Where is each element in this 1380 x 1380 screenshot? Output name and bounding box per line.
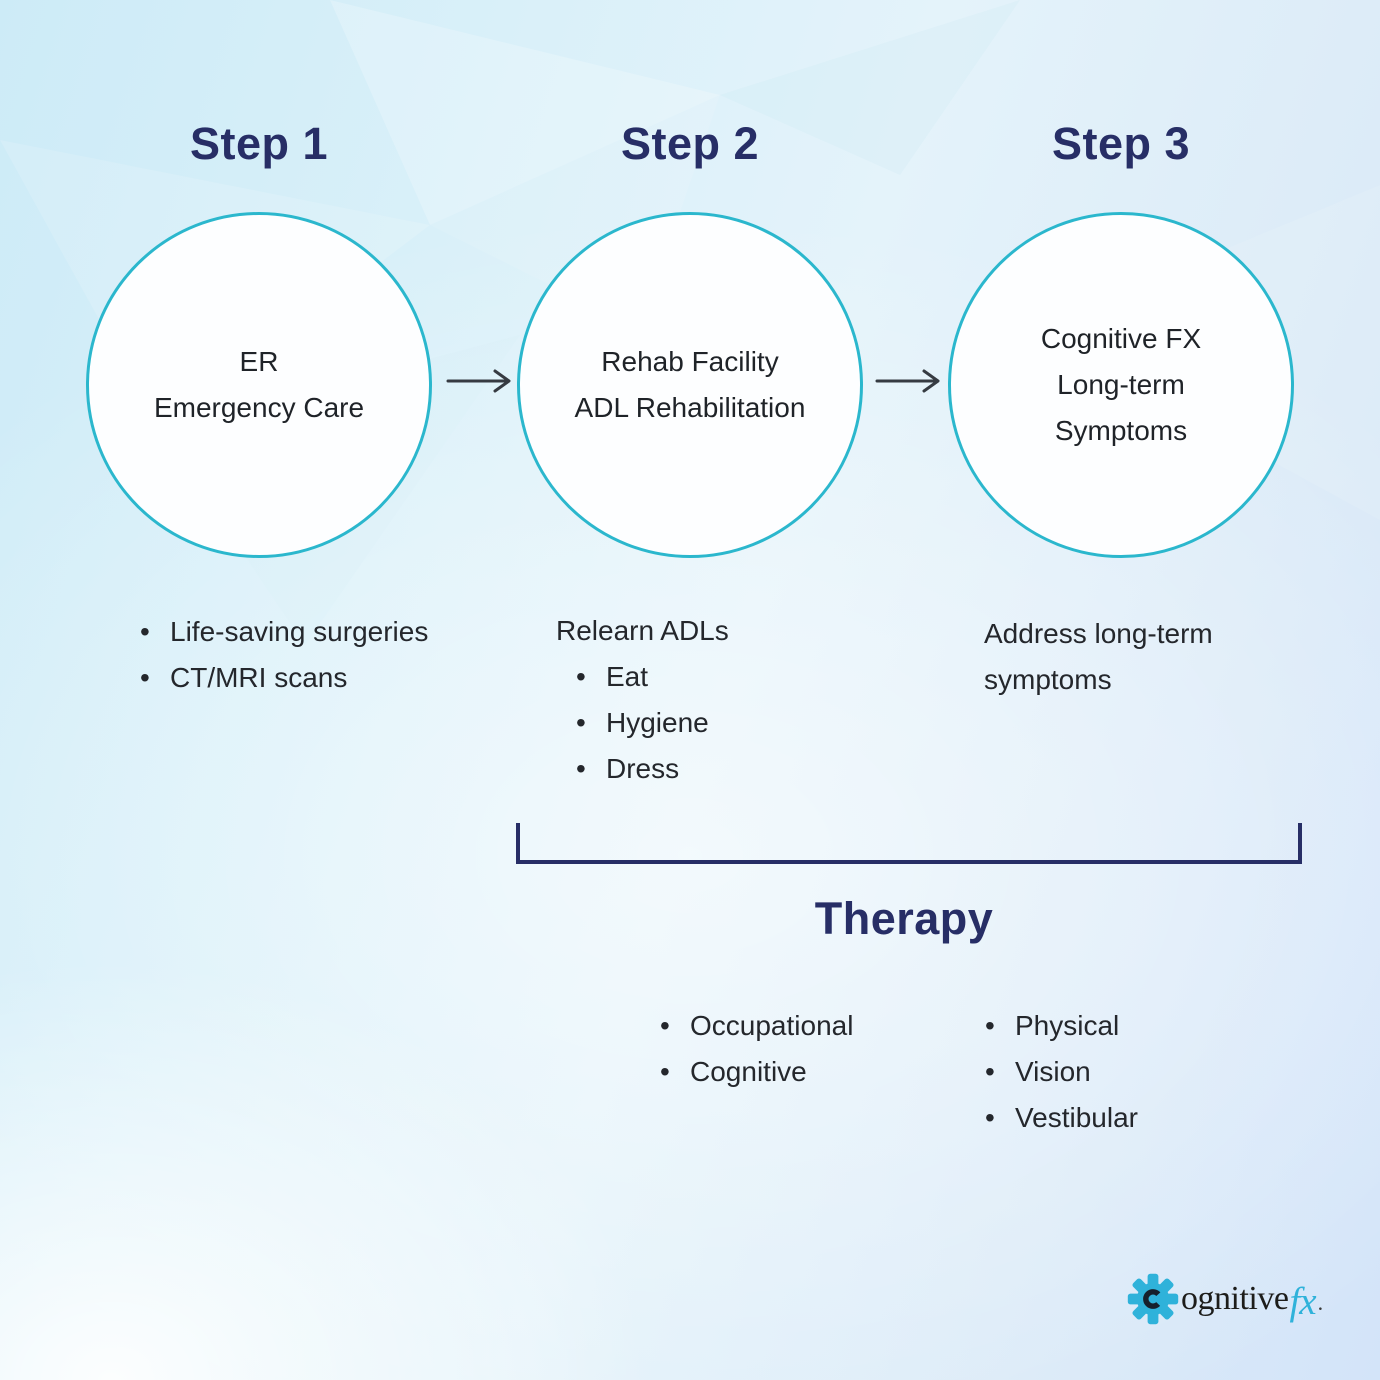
step-3-circle-label: Cognitive FX Long-term Symptoms bbox=[1041, 316, 1201, 454]
therapy-title: Therapy bbox=[814, 893, 994, 944]
circle-line: Emergency Care bbox=[153, 392, 365, 423]
step-1-circle-label: ER Emergency Care bbox=[154, 339, 364, 431]
list-item: Cognitive bbox=[660, 1049, 853, 1095]
circle-line: Symptoms bbox=[1054, 415, 1188, 446]
circle-line: Long-term bbox=[1057, 369, 1185, 400]
therapy-left-list: Occupational Cognitive bbox=[660, 1003, 853, 1095]
step-1-circle: ER Emergency Care bbox=[86, 212, 432, 558]
arrow-right-icon bbox=[446, 369, 511, 393]
step-2-notes-heading: Relearn ADLs bbox=[556, 615, 729, 646]
list-item: Vision bbox=[985, 1049, 1138, 1095]
list-item: Vestibular bbox=[985, 1095, 1138, 1141]
step-2-title: Step 2 bbox=[620, 118, 760, 169]
list-item: CT/MRI scans bbox=[140, 655, 428, 701]
list-item: Physical bbox=[985, 1003, 1138, 1049]
list-item: Occupational bbox=[660, 1003, 853, 1049]
logo-period: . bbox=[1317, 1290, 1324, 1315]
arrow-right-icon bbox=[875, 369, 940, 393]
step-1-notes: Life-saving surgeries CT/MRI scans bbox=[140, 609, 428, 701]
logo-text-dark: ognitive bbox=[1181, 1280, 1289, 1317]
cognitive-fx-logo: ognitive fx . bbox=[1126, 1270, 1324, 1328]
circle-line: ADL Rehabilitation bbox=[574, 392, 806, 423]
circle-line: Cognitive FX bbox=[1040, 323, 1202, 354]
therapy-bracket bbox=[516, 823, 1302, 864]
step-3-title: Step 3 bbox=[1051, 118, 1191, 169]
therapy-right-list: Physical Vision Vestibular bbox=[985, 1003, 1138, 1141]
circle-line: Rehab Facility bbox=[601, 346, 779, 377]
step-3-circle: Cognitive FX Long-term Symptoms bbox=[948, 212, 1294, 558]
list-item: Dress bbox=[576, 746, 709, 792]
circle-line: ER bbox=[239, 346, 279, 377]
step-3-notes: Address long-term symptoms bbox=[984, 618, 1213, 695]
step-2-notes: Eat Hygiene Dress bbox=[576, 654, 709, 792]
logo-text-fx: fx bbox=[1289, 1279, 1316, 1323]
gear-icon bbox=[1127, 1273, 1179, 1325]
step-1-title: Step 1 bbox=[189, 118, 329, 169]
list-item: Hygiene bbox=[576, 700, 709, 746]
step-2-circle: Rehab Facility ADL Rehabilitation bbox=[517, 212, 863, 558]
list-item: Life-saving surgeries bbox=[140, 609, 428, 655]
step-2-circle-label: Rehab Facility ADL Rehabilitation bbox=[575, 339, 806, 431]
list-item: Eat bbox=[576, 654, 709, 700]
